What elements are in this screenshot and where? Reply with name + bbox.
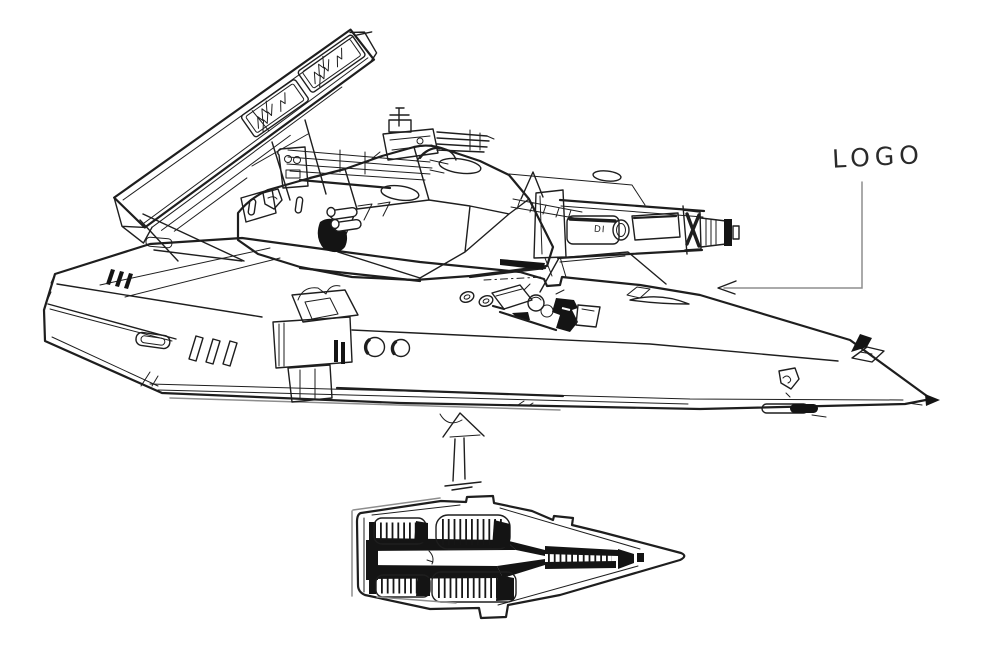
deck-panel-outline bbox=[539, 251, 667, 293]
twin-barrels bbox=[317, 206, 362, 253]
turret bbox=[236, 144, 646, 283]
logo-pointer-line bbox=[723, 181, 863, 289]
porthole bbox=[363, 336, 411, 358]
cannon-panel-label: DI bbox=[594, 225, 606, 236]
underside-pods bbox=[373, 514, 612, 603]
main-cannon: DI bbox=[520, 171, 740, 278]
hull bbox=[42, 236, 940, 424]
logo-callout: LOGO bbox=[717, 140, 925, 295]
deck-lens-vent bbox=[626, 286, 690, 305]
panel-array-support bbox=[139, 119, 327, 262]
underside-thrust-channels bbox=[366, 522, 644, 594]
main-vehicle-side-view: DI bbox=[42, 28, 940, 424]
logo-annotation: LOGO bbox=[831, 140, 924, 174]
nose-bottom-vent bbox=[761, 403, 827, 418]
hull-vents bbox=[106, 269, 238, 367]
shield-emblem bbox=[778, 367, 800, 398]
missile-rack bbox=[277, 146, 449, 190]
turret-emblem bbox=[262, 188, 283, 210]
logo-pointer-arrow-icon bbox=[717, 280, 737, 295]
louver-panel-array bbox=[113, 28, 378, 244]
hull-step-box bbox=[272, 285, 359, 403]
up-arrow-icon bbox=[442, 412, 485, 491]
nose-fin bbox=[851, 334, 885, 363]
deck-equipment bbox=[491, 283, 601, 332]
deck-panel-inner bbox=[559, 255, 626, 263]
deck-oval-hatches bbox=[459, 291, 494, 307]
gatling-gun bbox=[367, 107, 495, 163]
underside-plan-view bbox=[351, 494, 686, 620]
